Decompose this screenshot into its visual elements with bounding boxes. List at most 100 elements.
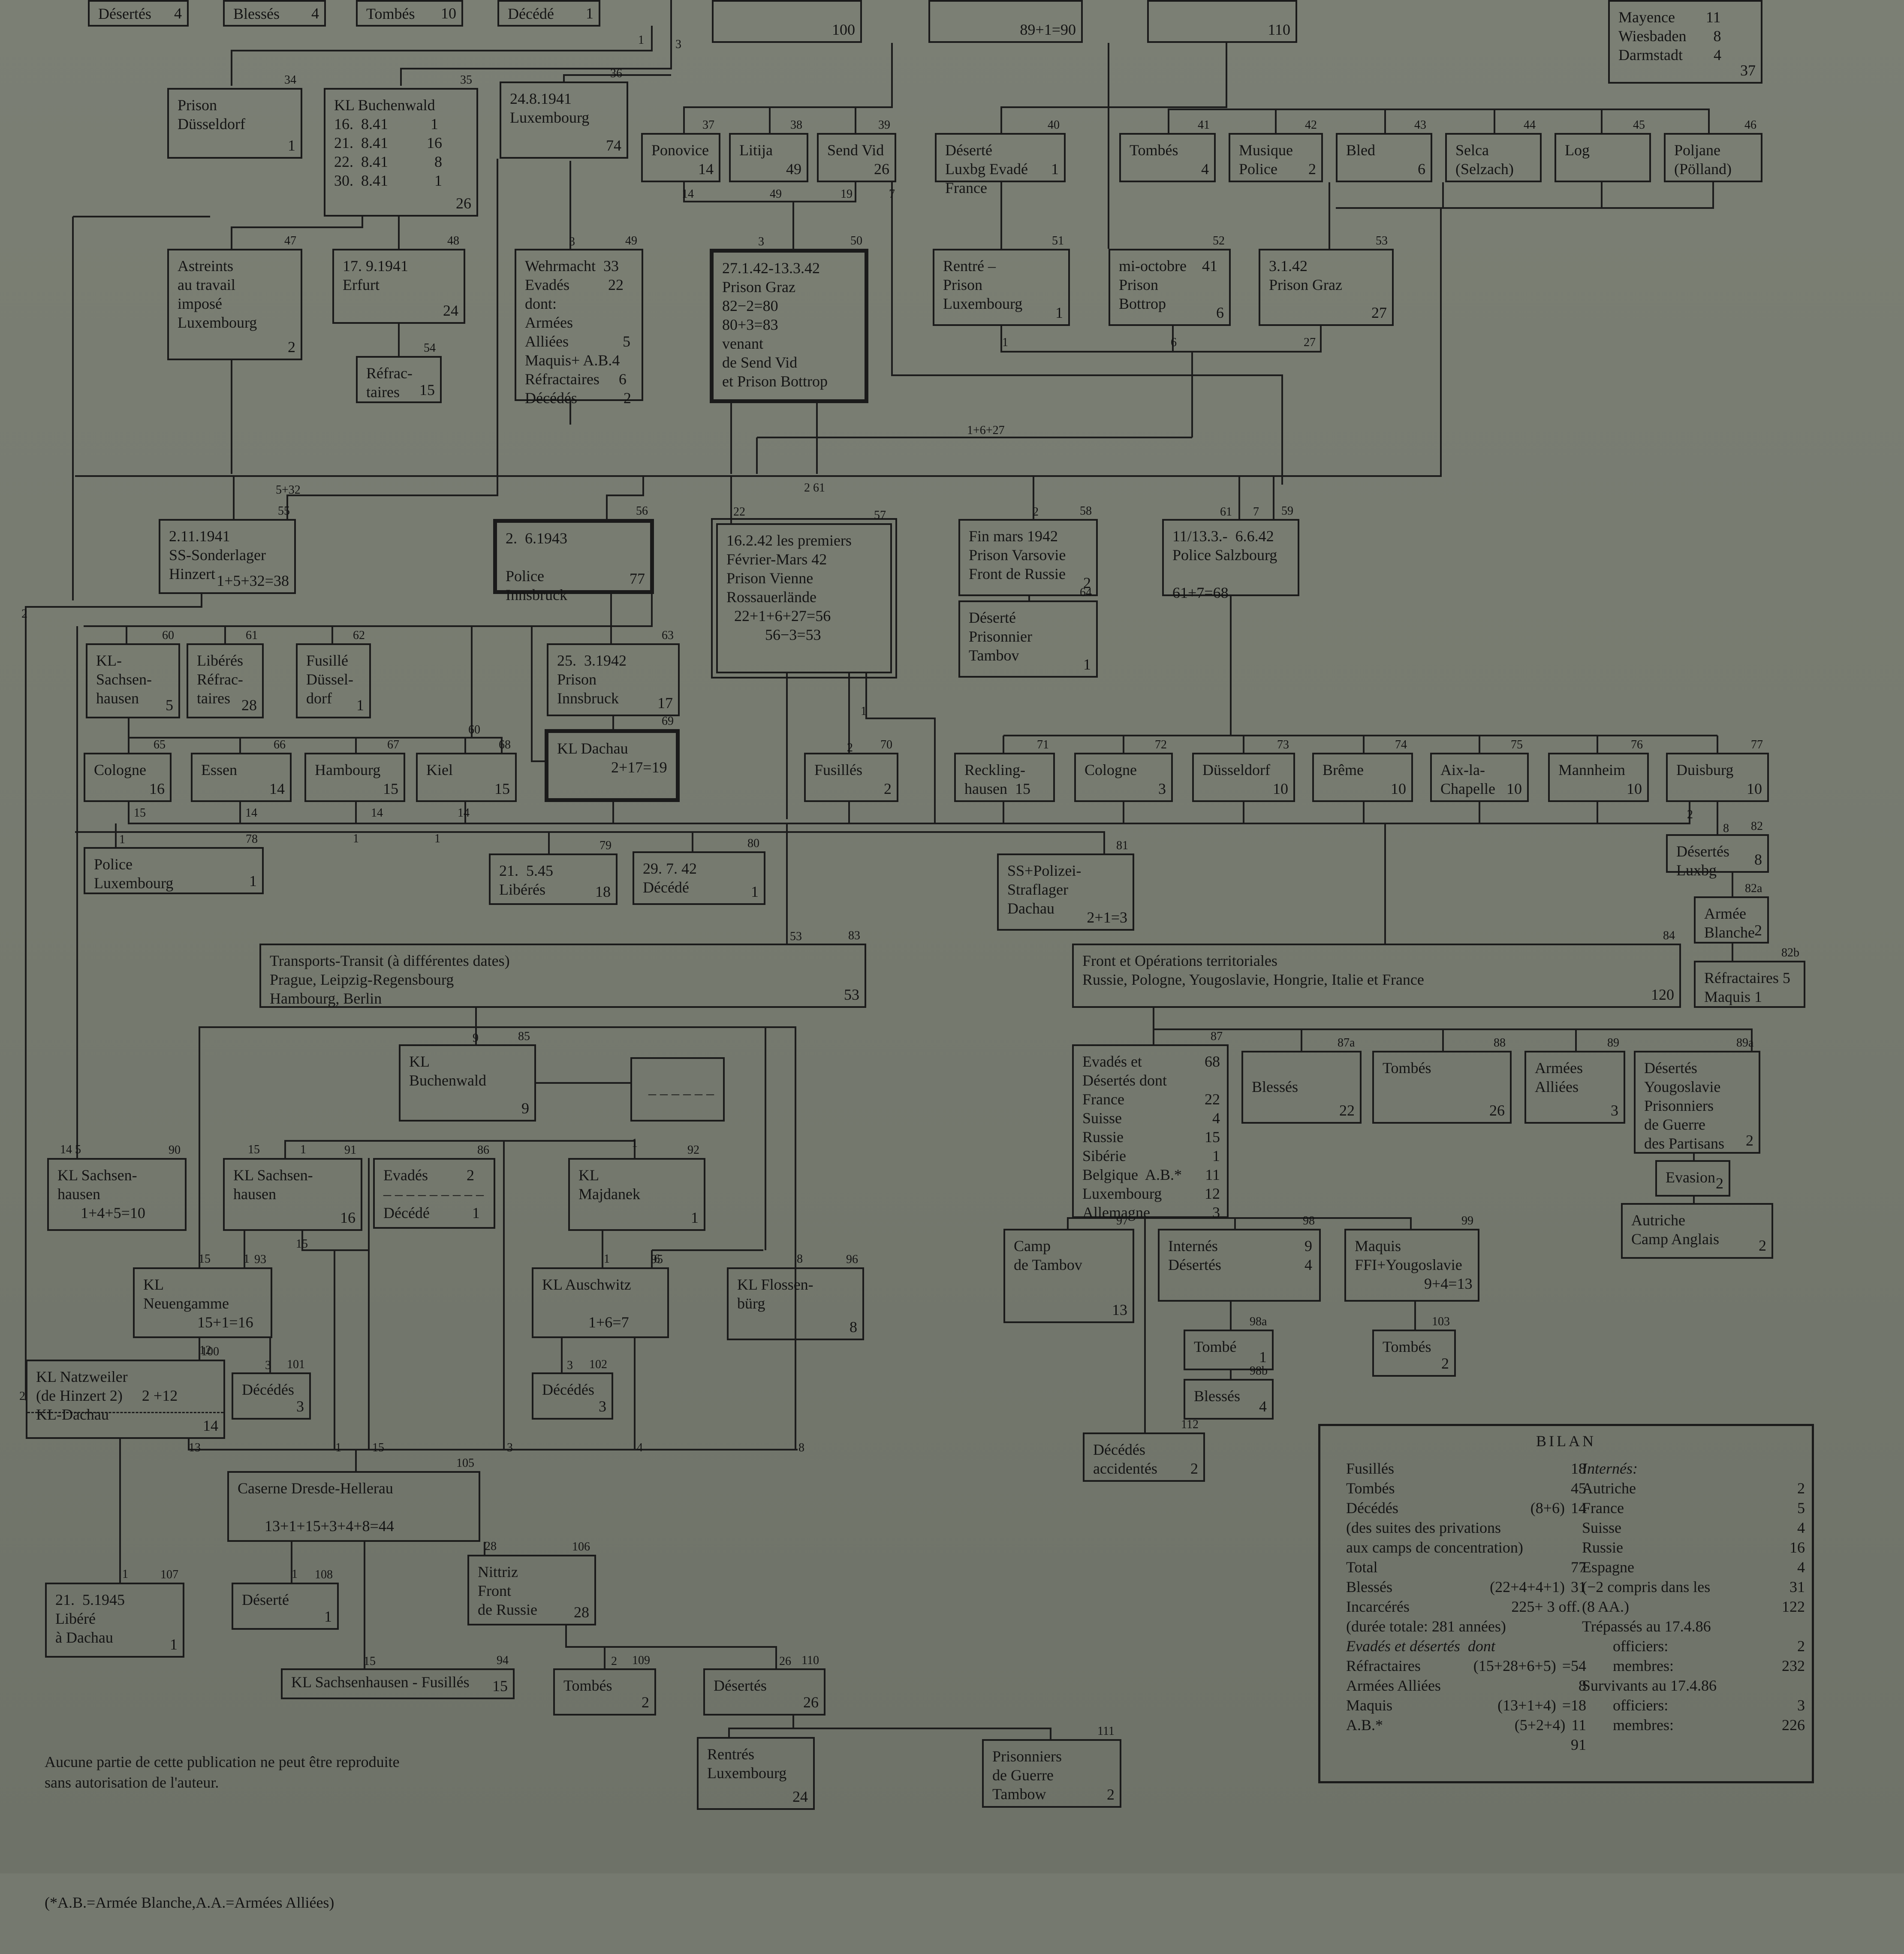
node-box: KL Neuengamme 15+1=16 xyxy=(133,1267,272,1338)
node-box: 11/13.3.- 6.6.42 Police Salzbourg 61+7=6… xyxy=(1162,519,1299,601)
node-count: 74 xyxy=(606,137,621,154)
edge-label: 2 xyxy=(19,1390,25,1403)
node-box: Désertés Yougoslavie Prisonniers de Guer… xyxy=(1634,1051,1760,1154)
node-number: 70 xyxy=(880,738,892,751)
node-box: Bled 6 xyxy=(1336,133,1432,182)
edge-label: 1 xyxy=(1002,336,1008,349)
edge-label: 8 xyxy=(797,1252,803,1266)
node-count: 6 xyxy=(1418,160,1425,178)
bilan-row: officiers:3 xyxy=(1582,1695,1805,1715)
node-text: Blessés xyxy=(1194,1387,1240,1405)
node-count: 1 xyxy=(1055,304,1063,321)
node-number: 91 xyxy=(344,1143,356,1157)
node-text: Déserté xyxy=(242,1591,289,1608)
node-text: Astreints au travail imposé Luxembourg xyxy=(178,257,257,331)
node-number: 98b xyxy=(1250,1364,1268,1378)
node-number: 89 xyxy=(1607,1036,1619,1049)
node-text: Prisonniers de Guerre Tambow xyxy=(992,1748,1062,1803)
connector xyxy=(683,43,893,133)
node-number: 50 xyxy=(850,234,862,247)
node-number: 40 xyxy=(1048,118,1060,132)
node-number: 102 xyxy=(589,1358,607,1371)
node-count: 17 xyxy=(657,694,673,712)
bilan-value: =18 xyxy=(1562,1697,1586,1714)
node-number: 82 xyxy=(1751,820,1763,833)
edge-label: 1 xyxy=(861,705,867,718)
node-box: KL Buchenwald 16. 8.41 1 21. 8.41 16 22.… xyxy=(324,88,478,217)
node-box: Selca (Selzach) xyxy=(1445,133,1542,182)
node-number: 107 xyxy=(160,1568,178,1581)
node-text: KL Natzweiler (de Hinzert 2) 2 +12 KL-Da… xyxy=(36,1368,178,1423)
node-count: 10 xyxy=(1627,780,1642,797)
node-number: 85 xyxy=(518,1030,530,1043)
edge-label: 6 xyxy=(654,1252,660,1266)
node-number: 90 xyxy=(169,1143,181,1157)
edge-label: 49 xyxy=(770,187,782,201)
node-number: 39 xyxy=(878,118,890,132)
node-text: Rentrés Luxembourg xyxy=(707,1746,787,1782)
bilan-value: 18 xyxy=(1571,1460,1586,1477)
node-text: Autriche Camp Anglais xyxy=(1631,1212,1719,1248)
connector xyxy=(1067,1217,1412,1229)
node-count: 16 xyxy=(149,780,165,797)
edge-label: 22 xyxy=(733,505,745,519)
edge-label: 1 xyxy=(434,832,440,845)
bilan-label: France xyxy=(1582,1499,1624,1517)
node-count: 8 xyxy=(1754,851,1762,868)
node-text: 3.1.42 Prison Graz xyxy=(1269,257,1342,293)
edge-label: 1 xyxy=(353,832,359,845)
node-box: KL Auschwitz 1+6=7 xyxy=(532,1267,669,1338)
bilan-value: 232 xyxy=(1782,1657,1805,1674)
node-count: 13 xyxy=(1112,1301,1127,1318)
bilan-row: membres:226 xyxy=(1582,1715,1805,1735)
connector xyxy=(284,1140,636,1158)
edge-label: 1 xyxy=(244,1252,250,1266)
node-count: 1 xyxy=(1259,1348,1267,1366)
node-text: 2. 6.1943 Police Innsbruck xyxy=(506,530,567,603)
node-number: 72 xyxy=(1155,738,1167,751)
node-text: Tombés xyxy=(1383,1059,1431,1077)
node-number: 77 xyxy=(1751,738,1763,751)
node-text: Front et Opérations territoriales Russie… xyxy=(1082,952,1424,988)
node-number: 97 xyxy=(1116,1214,1128,1227)
bilan-row: membres:232 xyxy=(1582,1656,1805,1676)
node-number: 46 xyxy=(1744,118,1756,132)
edge-label: 9 xyxy=(473,1031,479,1045)
bilan-value: 14 xyxy=(1571,1499,1586,1517)
node-text: KL Dachau 2+17=19 xyxy=(557,740,667,776)
node-count: 49 xyxy=(786,160,801,178)
node-number: 103 xyxy=(1432,1315,1450,1328)
node-text: Bled xyxy=(1346,142,1375,159)
node-text: Désertés Yougoslavie Prisonniers de Guer… xyxy=(1644,1059,1724,1152)
node-text: Brême xyxy=(1323,761,1364,778)
node-number: 81 xyxy=(1116,839,1128,852)
connector xyxy=(1336,182,1714,209)
edge-label: 61 xyxy=(1220,505,1232,519)
edge-label: 3 xyxy=(569,235,575,248)
node-text: Décédé xyxy=(508,5,554,22)
bilan-value: 122 xyxy=(1782,1598,1805,1615)
node-number: 96 xyxy=(846,1253,858,1266)
node-number: 62 xyxy=(353,629,365,642)
edge-label: 4 xyxy=(637,1441,643,1454)
connector xyxy=(188,1439,798,1450)
node-text: Tombés xyxy=(563,1677,612,1694)
